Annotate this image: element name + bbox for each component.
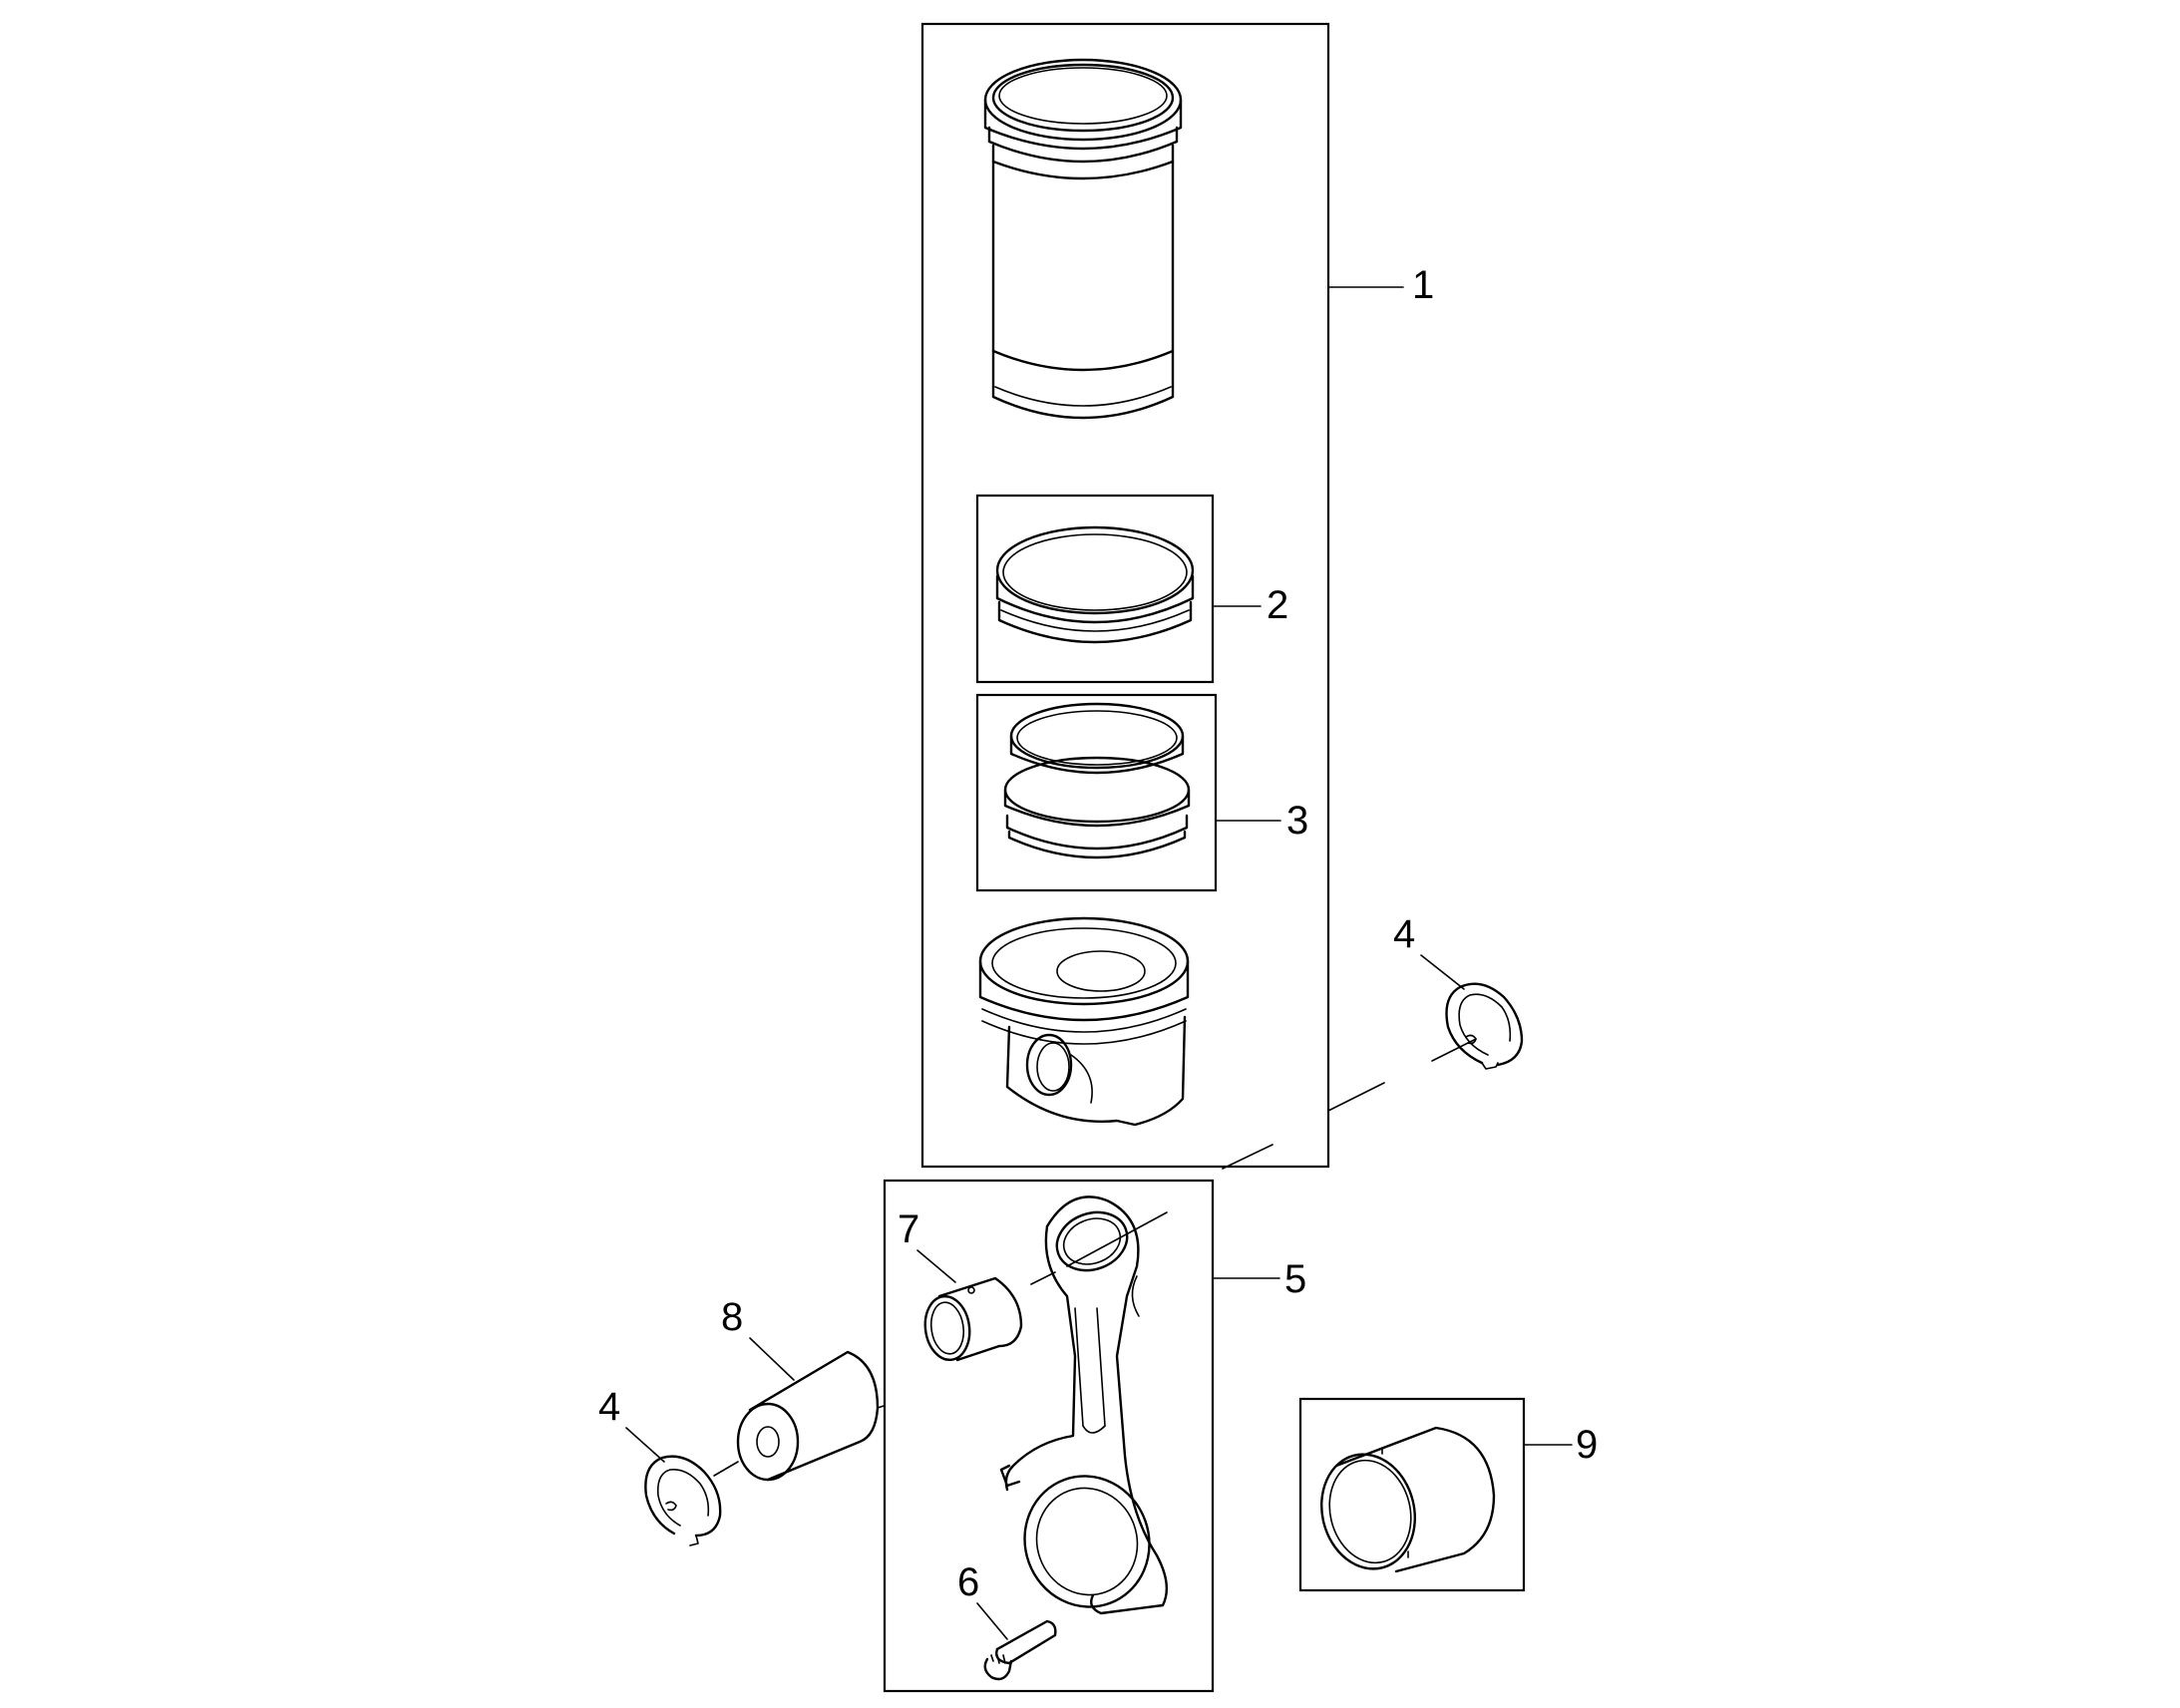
leader-line-4-lower [625, 1427, 665, 1463]
part-frame-2 [975, 494, 1215, 684]
part-frame-9 [1298, 1397, 1526, 1592]
leader-line-7 [916, 1249, 956, 1283]
seal-rings-icon[interactable] [995, 525, 1195, 644]
part-frame-3 [975, 693, 1218, 892]
snap-ring-lower-icon[interactable] [644, 1455, 722, 1546]
kit-frame-1 [920, 22, 1330, 1169]
callout-9[interactable]: 9 [1576, 1423, 1598, 1467]
callout-8[interactable]: 8 [721, 1295, 743, 1339]
leader-line-4-upper [1420, 954, 1465, 990]
part-frame-5 [883, 1179, 1215, 1693]
leader-line-6 [976, 1602, 1008, 1640]
callout-3[interactable]: 3 [1286, 799, 1308, 843]
callout-1[interactable]: 1 [1412, 263, 1434, 307]
bearing-shells-icon[interactable] [1309, 1426, 1496, 1578]
axis-line-upper [1327, 1082, 1385, 1112]
small-end-bushing-icon[interactable] [921, 1276, 1023, 1363]
callout-2[interactable]: 2 [1267, 583, 1288, 627]
snap-ring-upper-icon[interactable] [1445, 982, 1524, 1070]
piston-rings-icon[interactable] [1003, 702, 1191, 859]
piston-pin-icon[interactable] [713, 1350, 885, 1482]
axis-line-lower [1222, 1144, 1273, 1170]
cylinder-liner-icon[interactable] [983, 58, 1183, 420]
rod-bolt-icon[interactable] [983, 1619, 1057, 1681]
piston-icon[interactable] [978, 916, 1190, 1127]
callout-7[interactable]: 7 [898, 1207, 919, 1251]
leader-line-8 [749, 1337, 795, 1381]
callout-5[interactable]: 5 [1284, 1257, 1306, 1301]
callout-6[interactable]: 6 [957, 1560, 979, 1604]
callout-4-upper[interactable]: 4 [1393, 912, 1415, 956]
connecting-rod-icon[interactable] [999, 1196, 1169, 1624]
callout-4-lower[interactable]: 4 [598, 1385, 620, 1429]
